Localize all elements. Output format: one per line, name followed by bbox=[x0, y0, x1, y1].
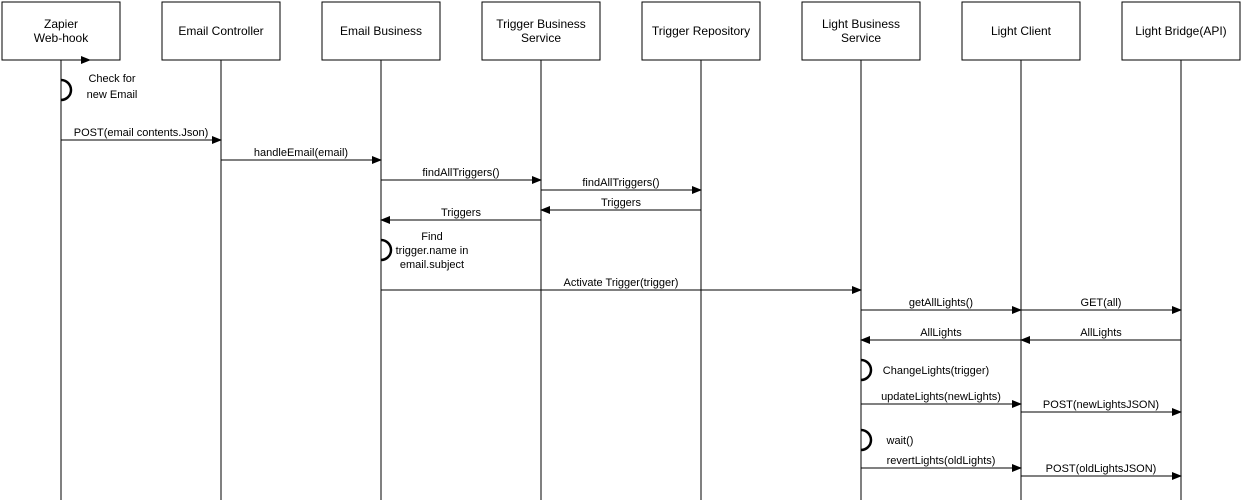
message: updateLights(newLights) bbox=[861, 391, 1022, 408]
self-call: ChangeLights(trigger) bbox=[860, 358, 989, 382]
message: POST(email contents.Json) bbox=[61, 127, 222, 144]
message: Activate Trigger(trigger) bbox=[381, 277, 862, 294]
participant-box bbox=[321, 1, 441, 61]
message-label: AllLights bbox=[920, 327, 962, 339]
participant-label: Light Client bbox=[991, 24, 1052, 38]
message-label: AllLights bbox=[1080, 327, 1122, 339]
message-label: updateLights(newLights) bbox=[881, 391, 1001, 403]
message: POST(oldLightsJSON) bbox=[1021, 463, 1182, 480]
self-call-label: email.subject bbox=[400, 259, 464, 271]
self-call: wait() bbox=[860, 428, 914, 452]
participant-box bbox=[801, 1, 921, 61]
message: Triggers bbox=[540, 197, 701, 214]
message: POST(newLightsJSON) bbox=[1021, 399, 1182, 416]
message-label: GET(all) bbox=[1081, 297, 1122, 309]
message: AllLights bbox=[860, 327, 1021, 344]
self-call-loop bbox=[60, 78, 73, 102]
participant-box bbox=[481, 1, 601, 61]
participant-light_client: Light Client bbox=[961, 1, 1081, 61]
participant-label: Service bbox=[521, 31, 561, 45]
message: getAllLights() bbox=[861, 297, 1022, 314]
participant-email_business: Email Business bbox=[321, 1, 441, 61]
message-label: Activate Trigger(trigger) bbox=[564, 277, 679, 289]
message-label: findAllTriggers() bbox=[422, 167, 499, 179]
self-call-loop bbox=[860, 358, 873, 382]
participant-trigger_repository: Trigger Repository bbox=[641, 1, 761, 61]
participant-label: Light Bridge(API) bbox=[1135, 24, 1226, 38]
participant-label: Zapier bbox=[44, 17, 78, 31]
participant-label: Trigger Business bbox=[496, 17, 586, 31]
message: findAllTriggers() bbox=[541, 177, 702, 194]
message-label: revertLights(oldLights) bbox=[887, 455, 996, 467]
participant-label: Service bbox=[841, 31, 881, 45]
participant-label: Light Business bbox=[822, 17, 900, 31]
self-call-loop bbox=[860, 428, 873, 452]
message: revertLights(oldLights) bbox=[861, 455, 1022, 472]
message-label: POST(email contents.Json) bbox=[74, 127, 209, 139]
message-label: getAllLights() bbox=[909, 297, 973, 309]
participant-box bbox=[1121, 1, 1241, 61]
participant-label: Web-hook bbox=[34, 31, 89, 45]
participant-light_bridge: Light Bridge(API) bbox=[1121, 1, 1241, 61]
message: GET(all) bbox=[1021, 297, 1182, 314]
self-call-label: new Email bbox=[87, 89, 138, 101]
self-call: Check for new Email bbox=[60, 73, 138, 102]
self-call: Find trigger.name in email.subject bbox=[380, 231, 469, 271]
message-label: handleEmail(email) bbox=[254, 147, 348, 159]
self-call-label: Check for bbox=[88, 73, 135, 85]
participant-box bbox=[641, 1, 761, 61]
self-call-label: wait() bbox=[886, 435, 914, 447]
participant-box bbox=[961, 1, 1081, 61]
participant-box bbox=[161, 1, 281, 61]
participant-label: Trigger Repository bbox=[652, 24, 750, 38]
message-label: findAllTriggers() bbox=[582, 177, 659, 189]
message: Triggers bbox=[380, 207, 541, 224]
self-call-label: trigger.name in bbox=[396, 245, 469, 257]
message-label: POST(oldLightsJSON) bbox=[1046, 463, 1157, 475]
self-call-loop bbox=[380, 238, 393, 262]
participant-email_controller: Email Controller bbox=[161, 1, 281, 61]
participant-label: Email Controller bbox=[178, 24, 263, 38]
self-call-label: Find bbox=[421, 231, 442, 243]
message: handleEmail(email) bbox=[221, 147, 382, 164]
participant-box bbox=[1, 1, 121, 61]
message-label: Triggers bbox=[441, 207, 481, 219]
message: AllLights bbox=[1020, 327, 1181, 344]
participant-label: Email Business bbox=[340, 24, 422, 38]
message-label: Triggers bbox=[601, 197, 641, 209]
self-call-label: ChangeLights(trigger) bbox=[883, 365, 989, 377]
message-label: POST(newLightsJSON) bbox=[1043, 399, 1159, 411]
message: findAllTriggers() bbox=[381, 167, 542, 184]
